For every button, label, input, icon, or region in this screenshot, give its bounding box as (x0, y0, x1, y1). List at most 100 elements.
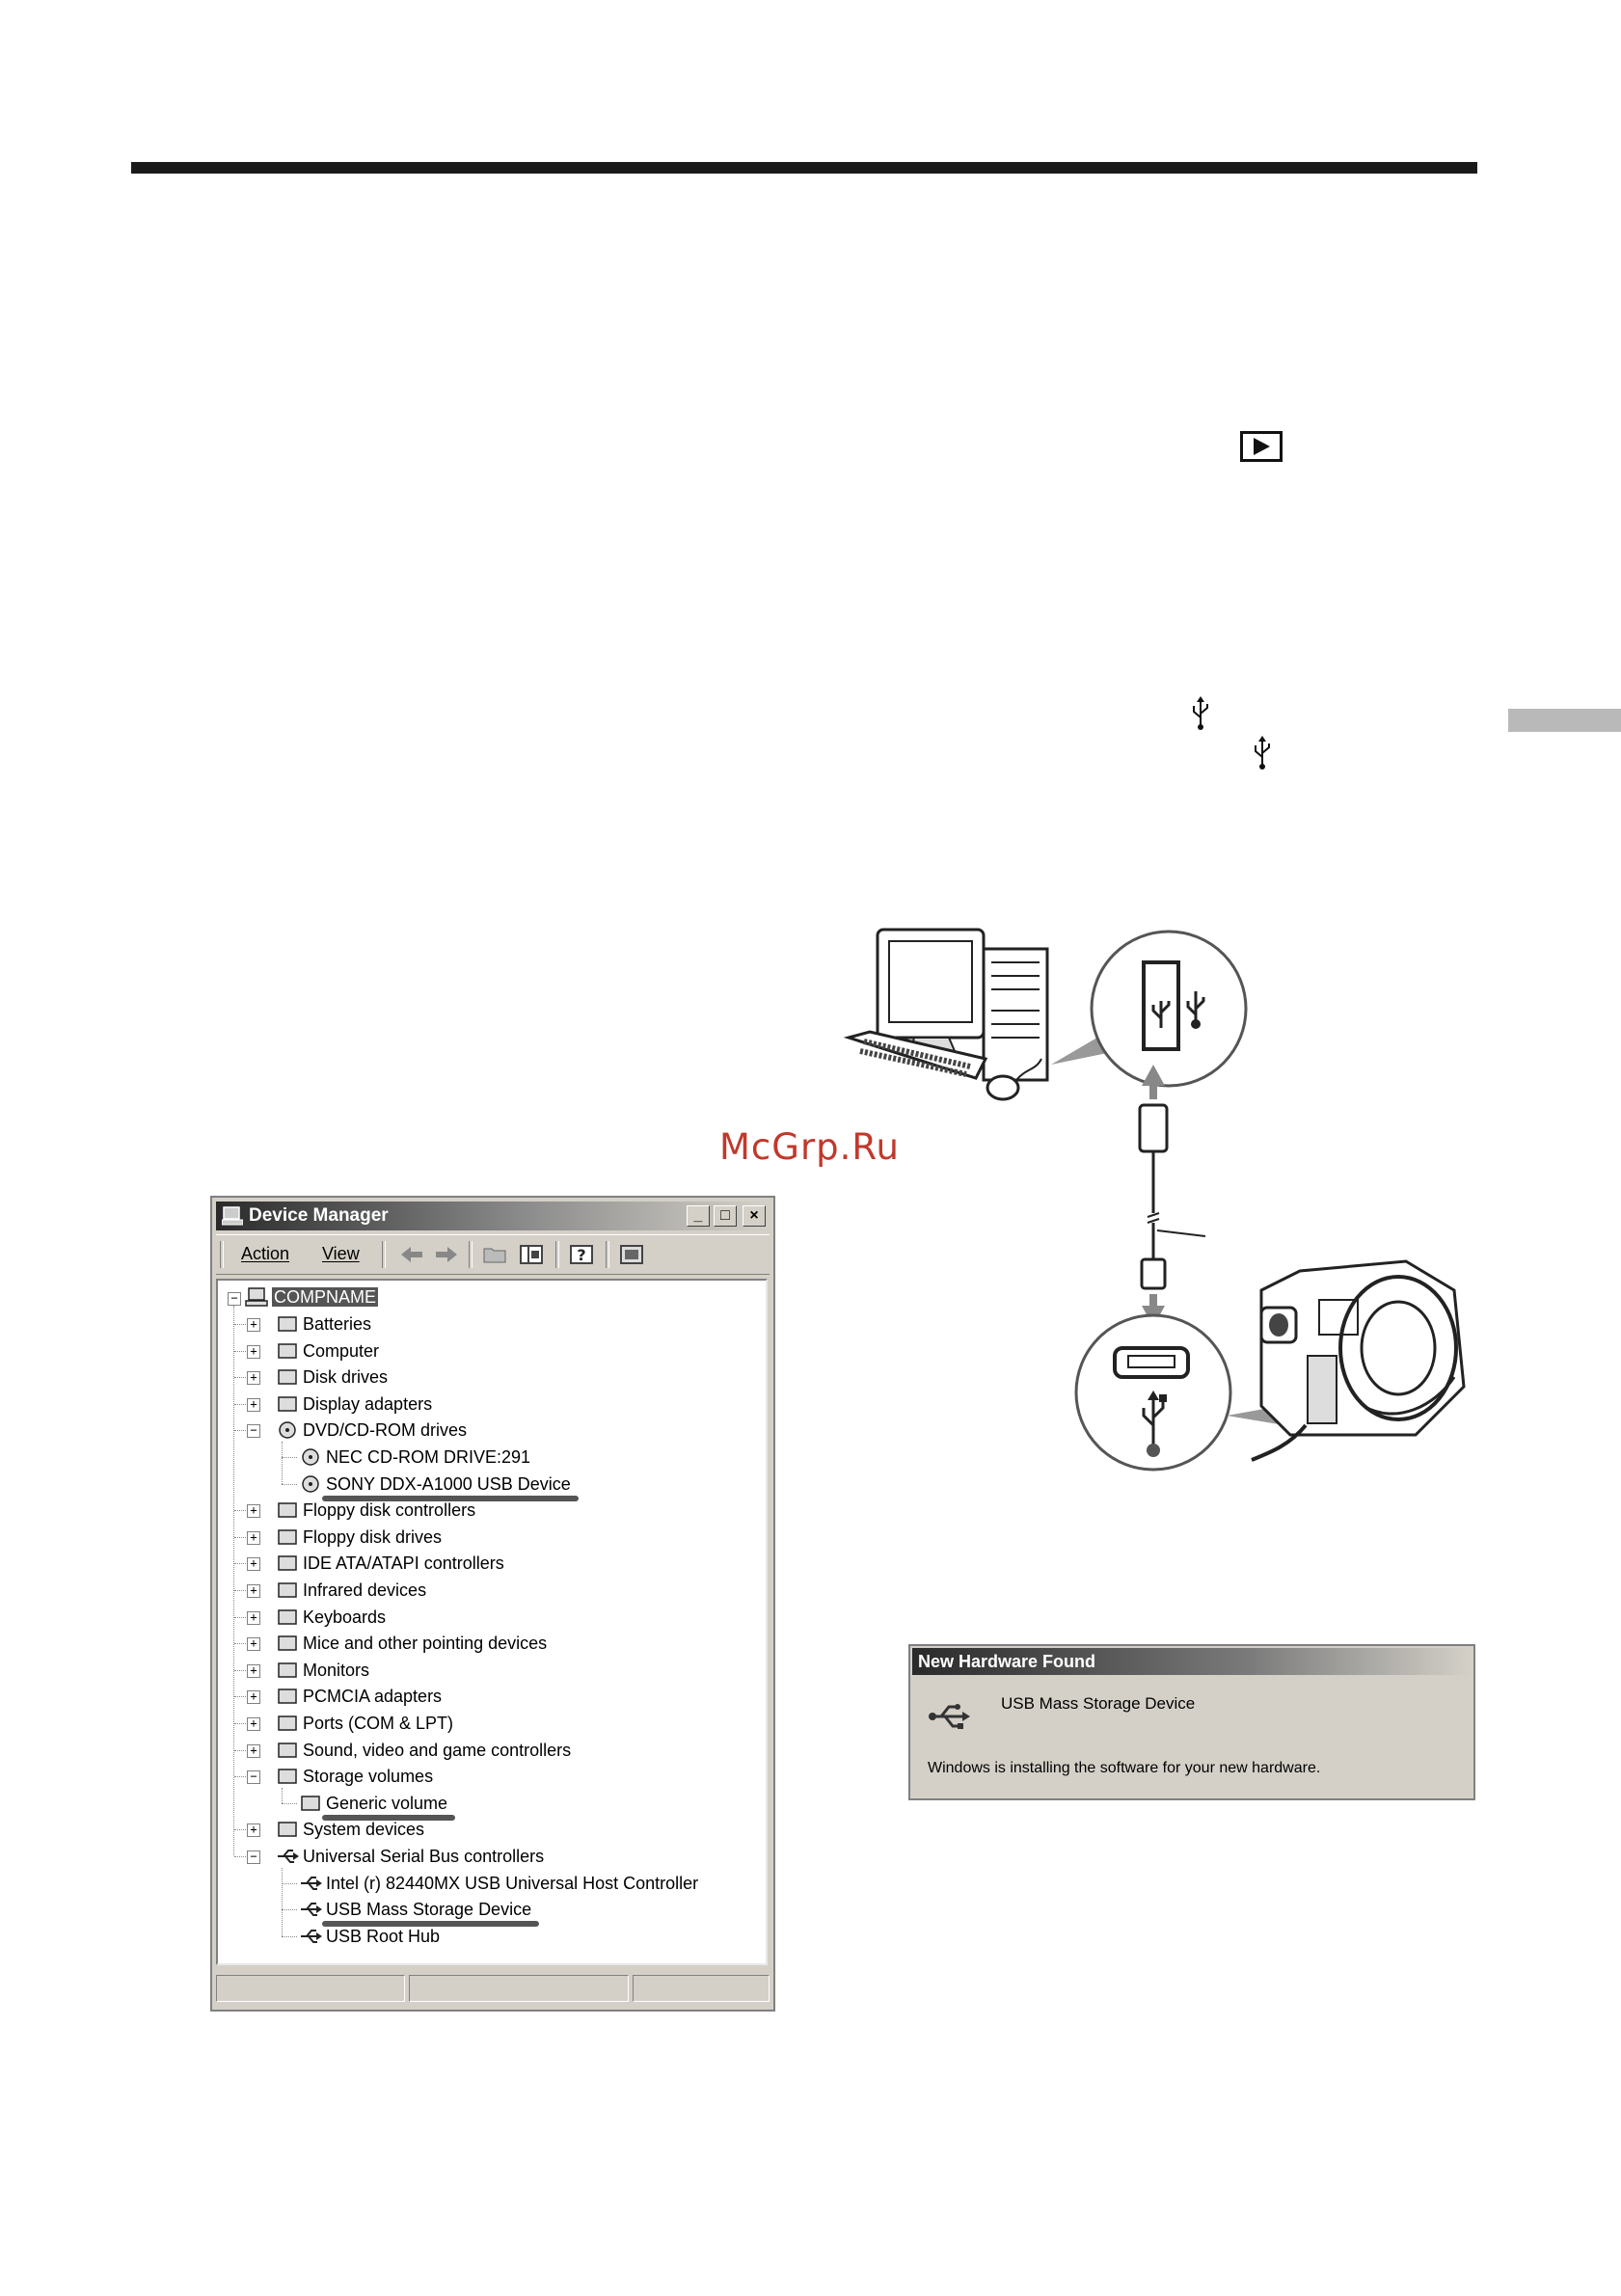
system-device-icon (278, 1822, 297, 1838)
toolbar-separator (606, 1241, 609, 1268)
tree-guide-line (233, 1306, 234, 1855)
install-message: Windows is installing the software for y… (928, 1760, 1321, 1776)
tree-category-item[interactable]: Infrared devices (276, 1579, 426, 1602)
tree-child-item[interactable]: USB Root Hub (299, 1925, 440, 1948)
status-bar (216, 1975, 770, 2004)
tree-guide-line (234, 1696, 246, 1698)
forward-arrow-icon[interactable] (434, 1243, 459, 1266)
tree-guide-line (234, 1643, 246, 1645)
tree-guide-line (234, 1350, 246, 1352)
tree-child-item[interactable]: USB Mass Storage Device (299, 1898, 531, 1921)
status-pane (633, 1975, 770, 2002)
tree-expand-toggle[interactable]: + (247, 1610, 260, 1625)
tree-child-item[interactable]: SONY DDX-A1000 USB Device (299, 1472, 571, 1496)
tree-expand-toggle[interactable]: + (247, 1823, 260, 1838)
volume-icon (301, 1796, 320, 1811)
maximize-button[interactable]: □ (714, 1205, 737, 1227)
usb-icon (278, 1850, 299, 1863)
tree-expand-toggle[interactable]: + (247, 1530, 260, 1545)
tree-item-label: DVD/CD-ROM drives (303, 1420, 468, 1441)
minimize-button[interactable]: _ (687, 1205, 710, 1227)
tree-guide-line (234, 1563, 246, 1565)
tree-category-item[interactable]: PCMCIA adapters (276, 1685, 442, 1708)
tree-expand-toggle[interactable]: + (247, 1584, 260, 1598)
tree-collapse-toggle[interactable]: − (247, 1850, 260, 1864)
tree-item-label: System devices (303, 1820, 425, 1840)
tree-guide-line (282, 1483, 297, 1485)
tree-collapse-toggle[interactable]: − (228, 1292, 241, 1306)
tree-category-item[interactable]: Sound, video and game controllers (276, 1739, 571, 1762)
show-hide-tree-icon[interactable] (519, 1243, 544, 1266)
toolbar-separator (220, 1241, 224, 1268)
back-arrow-icon[interactable] (399, 1243, 424, 1266)
tree-category-item[interactable]: Floppy disk drives (276, 1526, 442, 1549)
properties-icon[interactable] (619, 1243, 644, 1266)
svg-text:?: ? (577, 1246, 585, 1264)
tree-category-item[interactable]: Disk drives (276, 1365, 388, 1389)
dialog-title: New Hardware Found (912, 1648, 1472, 1675)
tree-category-item[interactable]: Ports (COM & LPT) (276, 1712, 453, 1735)
tree-expand-toggle[interactable]: + (247, 1557, 260, 1572)
tree-category-item[interactable]: DVD/CD-ROM drives (276, 1418, 467, 1442)
tree-root-label: COMPNAME (272, 1287, 379, 1307)
tree-category-item[interactable]: Floppy disk controllers (276, 1499, 475, 1522)
tree-expand-toggle[interactable]: + (247, 1743, 260, 1758)
tree-guide-line (282, 1457, 297, 1458)
device-manager-window: Device Manager _ □ × Action View ? (210, 1196, 775, 2012)
tree-root[interactable]: COMPNAME (245, 1285, 379, 1309)
help-icon[interactable]: ? (569, 1243, 594, 1266)
tree-child-item[interactable]: Intel (r) 82440MX USB Universal Host Con… (299, 1872, 698, 1895)
tree-collapse-toggle[interactable]: − (247, 1770, 260, 1785)
folder-up-icon[interactable] (482, 1243, 507, 1266)
tree-expand-toggle[interactable]: + (247, 1637, 260, 1652)
tree-category-item[interactable]: System devices (276, 1818, 424, 1841)
usb-icon (301, 1876, 322, 1890)
tree-guide-line (234, 1669, 246, 1671)
pcmcia-icon (278, 1688, 297, 1705)
computer-icon (245, 1287, 268, 1307)
tree-expand-toggle[interactable]: + (247, 1371, 260, 1386)
tree-category-item[interactable]: Mice and other pointing devices (276, 1632, 547, 1655)
tree-category-item[interactable]: Storage volumes (276, 1765, 433, 1788)
highlight-underline (322, 1921, 539, 1928)
toolbar-separator (469, 1241, 473, 1268)
tree-category-item[interactable]: Monitors (276, 1659, 369, 1682)
tree-item-label: IDE ATA/ATAPI controllers (303, 1553, 504, 1574)
usb-icon (301, 1903, 322, 1917)
tree-guide-line (234, 1829, 246, 1831)
tree-expand-toggle[interactable]: + (247, 1663, 260, 1678)
tree-expand-toggle[interactable]: + (247, 1504, 260, 1519)
cd-icon (302, 1474, 319, 1493)
tree-expand-toggle[interactable]: + (247, 1397, 260, 1412)
close-button[interactable]: × (743, 1205, 766, 1227)
highlight-underline (322, 1814, 455, 1821)
tree-item-label: Generic volume (326, 1793, 448, 1813)
disk-drive-icon (278, 1369, 297, 1385)
tree-category-item[interactable]: Keyboards (276, 1606, 386, 1629)
tree-category-item[interactable]: IDE ATA/ATAPI controllers (276, 1552, 504, 1575)
tree-expand-toggle[interactable]: + (247, 1318, 260, 1332)
toolbar: Action View ? (216, 1234, 770, 1275)
tree-expand-toggle[interactable]: + (247, 1717, 260, 1731)
tree-expand-toggle[interactable]: + (247, 1690, 260, 1705)
tree-item-label: Floppy disk controllers (303, 1500, 476, 1521)
highlight-underline (322, 1495, 579, 1501)
tree-item-label: USB Root Hub (326, 1926, 441, 1946)
view-menu[interactable]: View (322, 1244, 360, 1263)
tree-category-item[interactable]: Computer (276, 1339, 379, 1363)
tree-item-label: Infrared devices (303, 1580, 427, 1600)
tree-item-label: Computer (303, 1340, 380, 1361)
tree-child-item[interactable]: NEC CD-ROM DRIVE:291 (299, 1445, 530, 1469)
computer-icon (222, 1206, 243, 1226)
tree-child-item[interactable]: Generic volume (299, 1792, 447, 1815)
tree-collapse-toggle[interactable]: − (247, 1424, 260, 1439)
new-hardware-found-dialog: New Hardware Found USB Mass Storage Devi… (908, 1644, 1475, 1800)
tree-guide-line (234, 1856, 246, 1857)
tree-category-item[interactable]: Batteries (276, 1312, 371, 1336)
tree-category-item[interactable]: Universal Serial Bus controllers (276, 1845, 544, 1868)
tree-category-item[interactable]: Display adapters (276, 1392, 432, 1416)
tree-item-label: NEC CD-ROM DRIVE:291 (326, 1447, 531, 1467)
found-device-name: USB Mass Storage Device (1001, 1694, 1196, 1713)
tree-expand-toggle[interactable]: + (247, 1344, 260, 1359)
action-menu[interactable]: Action (241, 1244, 290, 1263)
